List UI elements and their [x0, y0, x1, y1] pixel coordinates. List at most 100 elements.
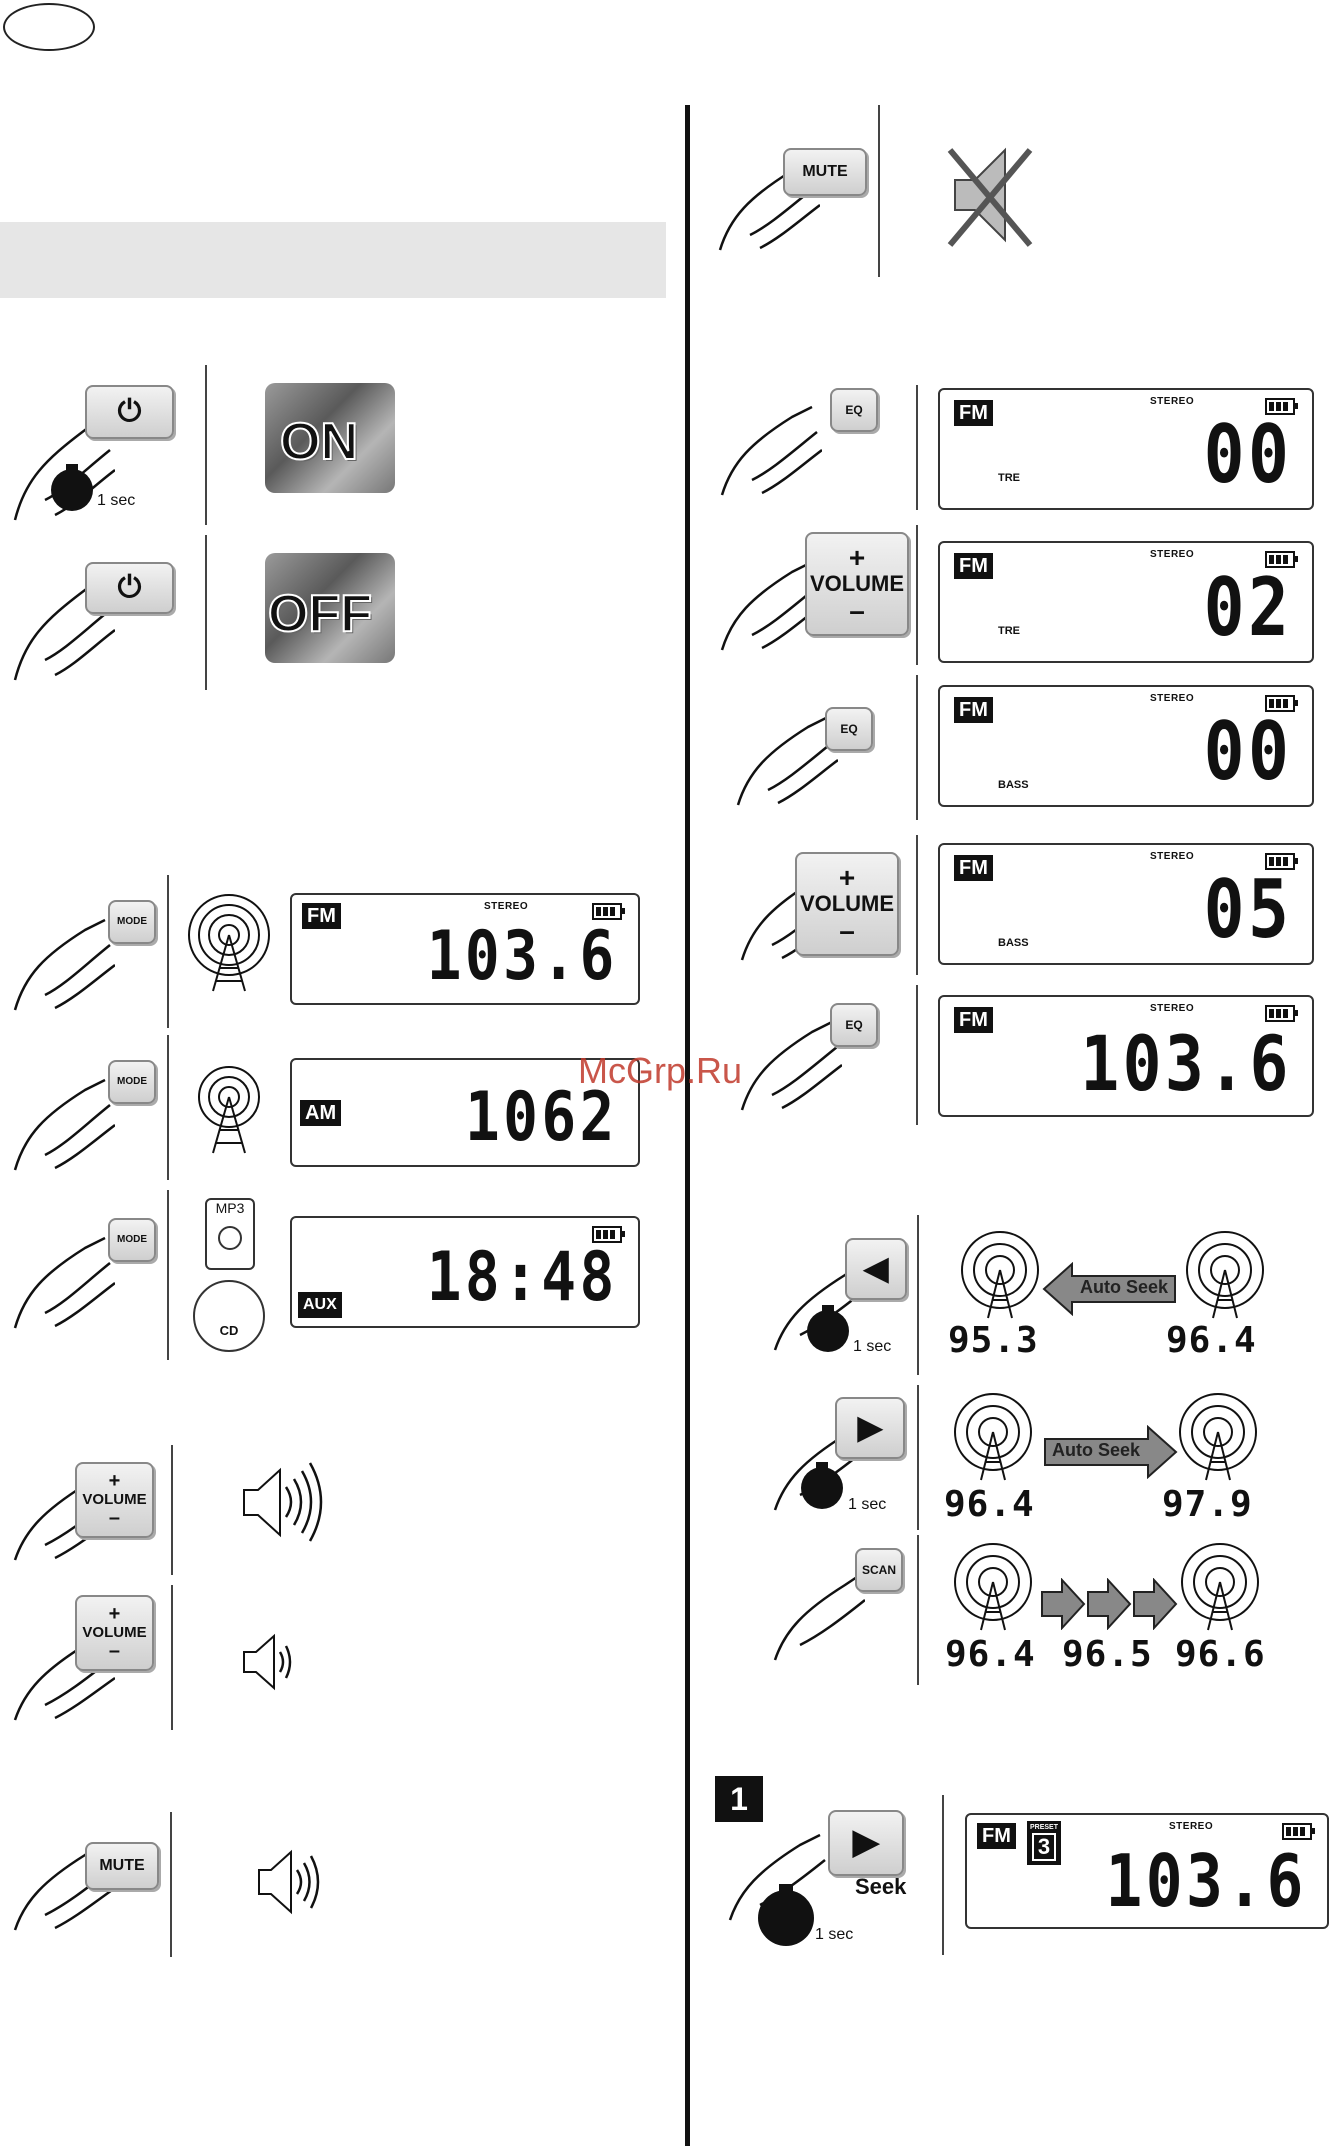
eq-button[interactable]: EQ [830, 1003, 878, 1047]
frequency-label: 96.6 [1175, 1634, 1266, 1675]
eq-value: 02 [1203, 561, 1292, 654]
cd-label: CD [219, 1323, 239, 1338]
column-divider [685, 105, 690, 2146]
mute-button[interactable]: MUTE [85, 1842, 159, 1890]
stereo-indicator: STEREO [1169, 1821, 1214, 1832]
hand-icon [13, 918, 115, 1011]
mode-button[interactable]: MODE [108, 1060, 156, 1104]
volume-button[interactable]: +VOLUME– [805, 532, 909, 636]
divider [917, 1385, 919, 1530]
mute-button[interactable]: MUTE [783, 148, 867, 196]
eq-mode-label: TRE [998, 625, 1020, 637]
cd-icon: CD [193, 1280, 265, 1352]
seek-forward-button[interactable]: ▶ [828, 1810, 904, 1876]
band-badge: AUX [298, 1292, 342, 1318]
band-badge: FM [954, 855, 993, 881]
divider [205, 535, 207, 690]
lcd-aux: AUX 18:48 [290, 1216, 640, 1328]
volume-button[interactable]: +VOLUME– [75, 1462, 154, 1538]
stereo-indicator: STEREO [1150, 693, 1195, 704]
lcd-am: AM 1062 [290, 1058, 640, 1167]
hand-icon [13, 578, 115, 681]
preset-tag: PRESET [1029, 1824, 1058, 1831]
antenna-icon [961, 1231, 1039, 1319]
frequency-label: 95.3 [948, 1320, 1039, 1361]
speaker-quiet-icon [243, 1633, 292, 1691]
battery-icon [1282, 1823, 1315, 1840]
divider [167, 875, 169, 1028]
lcd-preset: FM PRESET 3 STEREO 103.6 [965, 1813, 1329, 1929]
lcd-eq-4: FM STEREO BASS 05 [938, 843, 1314, 965]
volume-button[interactable]: +VOLUME– [795, 852, 899, 956]
mode-button[interactable]: MODE [108, 900, 156, 944]
divider [917, 1535, 919, 1685]
eq-mode-label: BASS [998, 937, 1029, 949]
scan-button[interactable]: SCAN [855, 1548, 903, 1592]
battery-icon [1265, 398, 1298, 415]
preset-number: 3 [1032, 1833, 1056, 1861]
hand-icon [13, 1078, 115, 1171]
seek-forward-button[interactable]: ▶ [835, 1397, 905, 1459]
timer-label: 1 sec [853, 1338, 892, 1355]
frequency-display: 1062 [465, 1078, 618, 1157]
clock-display: 18:48 [427, 1238, 618, 1317]
seek-label: Seek [855, 1874, 907, 1899]
arrow-left-icon [1042, 1262, 1176, 1316]
eq-button[interactable]: EQ [825, 707, 873, 751]
radio-image [265, 383, 395, 493]
antenna-icon [198, 1066, 260, 1154]
stereo-indicator: STEREO [484, 901, 529, 912]
seek-back-button[interactable]: ◀ [845, 1238, 907, 1300]
auto-seek-label: Auto Seek [1052, 1440, 1141, 1460]
divider [205, 365, 207, 525]
band-badge: FM [954, 400, 993, 426]
hand-icon [740, 1020, 842, 1111]
step-number: 1 [715, 1776, 763, 1822]
power-button[interactable]: ⏻ [85, 385, 174, 439]
battery-icon [1265, 551, 1298, 568]
frequency-display: 103.6 [1080, 1019, 1292, 1108]
frequency-display: 103.6 [427, 917, 618, 996]
divider [170, 1812, 172, 1957]
antenna-icon [954, 1393, 1032, 1481]
frequency-label: 96.4 [944, 1484, 1035, 1525]
preset-indicator: PRESET 3 [1027, 1821, 1061, 1865]
divider [167, 1190, 169, 1360]
divider [878, 105, 880, 277]
speaker-medium-icon [258, 1849, 320, 1915]
band-badge: FM [954, 1007, 993, 1033]
divider [167, 1035, 169, 1180]
divider [917, 1215, 919, 1375]
band-badge: FM [977, 1823, 1016, 1849]
eq-button[interactable]: EQ [830, 388, 878, 432]
eq-mode-label: TRE [998, 472, 1020, 484]
scan-arrows-icon [1041, 1578, 1178, 1630]
timer-label: 1 sec [815, 1926, 854, 1943]
mp3-player-icon: MP3 [205, 1198, 255, 1270]
speaker-loud-icon [243, 1462, 323, 1542]
divider [916, 525, 918, 665]
stereo-indicator: STEREO [1150, 549, 1195, 560]
lcd-eq-2: FM STEREO TRE 02 [938, 541, 1314, 663]
band-badge: FM [302, 903, 341, 929]
stopwatch-icon [807, 1305, 849, 1352]
divider [916, 385, 918, 510]
divider [916, 675, 918, 820]
power-button[interactable]: ⏻ [85, 562, 174, 614]
stopwatch-icon [801, 1462, 843, 1509]
eq-value: 00 [1203, 408, 1292, 501]
eq-mode-label: BASS [998, 779, 1029, 791]
stereo-indicator: STEREO [1150, 396, 1195, 407]
off-label: OFF [267, 584, 373, 644]
band-badge: AM [300, 1100, 342, 1126]
timer-label: 1 sec [848, 1496, 887, 1513]
frequency-display: 103.6 [1105, 1839, 1307, 1923]
volume-button[interactable]: +VOLUME– [75, 1595, 154, 1671]
antenna-icon [954, 1543, 1032, 1631]
eq-value: 00 [1203, 705, 1292, 798]
mode-button[interactable]: MODE [108, 1218, 156, 1262]
divider [171, 1585, 173, 1730]
lcd-eq-1: FM STEREO TRE 00 [938, 388, 1314, 510]
stereo-indicator: STEREO [1150, 851, 1195, 862]
stopwatch-icon [51, 464, 93, 511]
